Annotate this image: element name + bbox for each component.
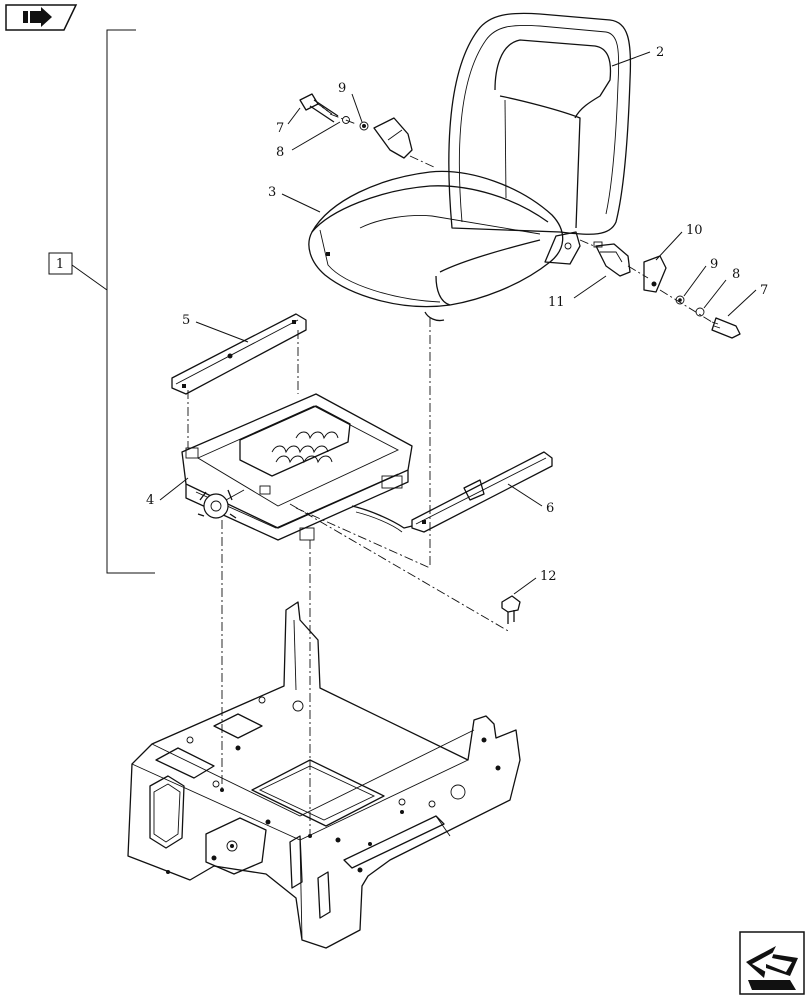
callout-7-right: 7 — [760, 283, 768, 298]
seat-belt-buckle — [593, 241, 631, 277]
bolt-left — [299, 93, 339, 123]
seat-belt-tongue — [342, 116, 413, 159]
callout-9-left: 9 — [338, 81, 346, 96]
callout-9-right: 9 — [710, 257, 718, 272]
slide-rail-right — [351, 451, 553, 533]
callout-8-right: 8 — [732, 267, 740, 282]
seat-back — [448, 12, 632, 235]
seat-suspension — [181, 393, 413, 541]
callout-11: 11 — [548, 295, 565, 310]
seat-base-frame — [127, 601, 521, 949]
centre-lines-lower — [221, 503, 511, 836]
bolt-12 — [501, 595, 521, 624]
callout-4: 4 — [146, 493, 154, 508]
callout-3: 3 — [268, 185, 276, 200]
right-hardware — [643, 255, 741, 339]
leader-lines — [159, 51, 757, 595]
callout-8-left: 8 — [276, 145, 284, 160]
callout-labels: 2 3 4 5 6 7 7 8 8 9 9 10 11 12 — [146, 45, 768, 584]
assembly-callout: 1 — [56, 257, 64, 272]
callout-5: 5 — [182, 313, 190, 328]
callout-6: 6 — [546, 501, 554, 516]
next-page-arrow-icon[interactable] — [739, 931, 805, 995]
book-arrow-icon[interactable] — [5, 4, 78, 31]
slide-rail-left — [171, 313, 307, 395]
callout-2: 2 — [656, 45, 664, 60]
callout-12: 12 — [540, 569, 557, 584]
centre-lines-upper — [187, 113, 713, 568]
callout-10: 10 — [686, 223, 703, 238]
assembly-bracket: 1 — [48, 29, 155, 574]
seat-cushion — [308, 170, 581, 322]
callout-7-left: 7 — [276, 121, 284, 136]
